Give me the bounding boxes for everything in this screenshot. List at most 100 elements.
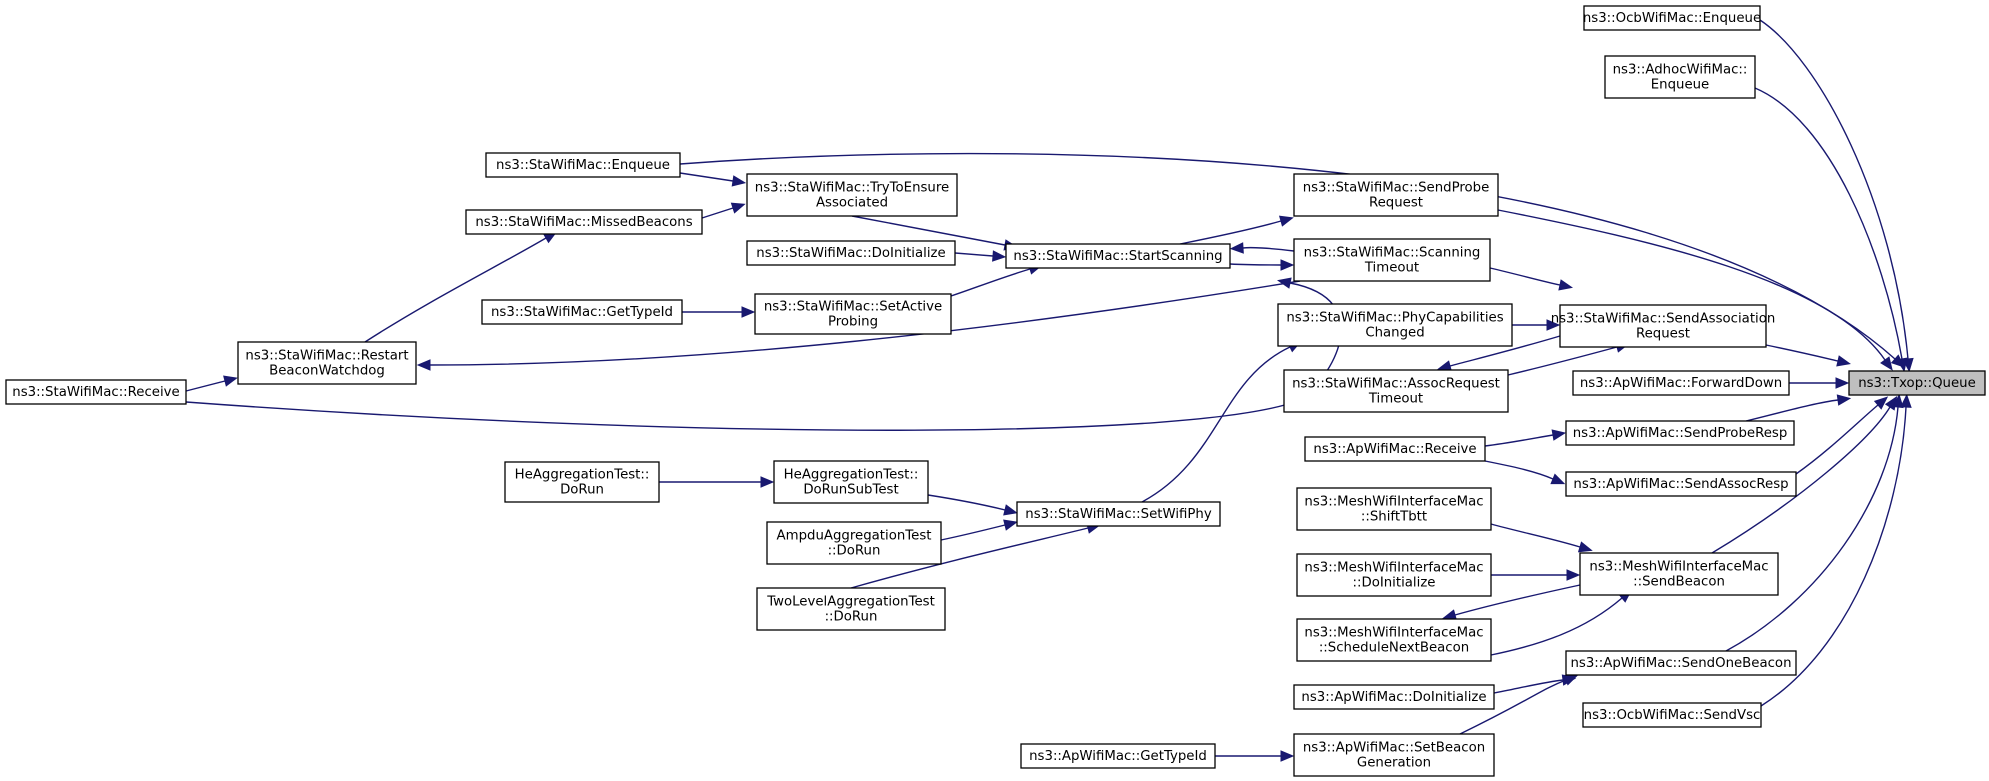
- node-box: [1565, 420, 1795, 446]
- arrowhead: [1551, 429, 1567, 441]
- node-ap-sendonebeacon[interactable]: ns3::ApWifiMac::SendOneBeacon: [1565, 650, 1797, 676]
- edge-sta-missedbeacons-to-sta-trytoensure: [701, 202, 746, 219]
- node-sta-setwifiphy[interactable]: ns3::StaWifiMac::SetWifiPhy: [1016, 501, 1221, 527]
- node-he-dorun[interactable]: HeAggregationTest::DoRun: [504, 461, 660, 503]
- node-label: ::ScheduleNextBeacon: [1319, 641, 1469, 656]
- node-label: ns3::MeshWifiInterfaceMac: [1304, 626, 1483, 641]
- edge-sta-restart-to-sta-missedbeacons: [364, 231, 558, 343]
- node-sta-receive[interactable]: ns3::StaWifiMac::Receive: [5, 379, 187, 405]
- node-sta-enqueue[interactable]: ns3::StaWifiMac::Enqueue: [485, 152, 681, 178]
- node-label: ns3::MeshWifiInterfaceMac: [1589, 560, 1768, 575]
- node-ap-gettypeid[interactable]: ns3::ApWifiMac::GetTypeId: [1020, 743, 1216, 769]
- node-box: [465, 209, 703, 235]
- arrowhead: [1890, 354, 1905, 368]
- node-sta-doinitialize[interactable]: ns3::StaWifiMac::DoInitialize: [746, 240, 956, 266]
- edge-line: [1745, 399, 1839, 422]
- node-mesh-sendbeacon[interactable]: ns3::MeshWifiInterfaceMac::SendBeacon: [1579, 552, 1779, 596]
- node-label: ::SendBeacon: [1633, 575, 1725, 590]
- arrowhead: [1880, 356, 1893, 371]
- node-label: DoRunSubTest: [803, 483, 898, 498]
- edge-line: [1459, 679, 1567, 735]
- node-adhoc-enqueue[interactable]: ns3::AdhocWifiMac::Enqueue: [1604, 55, 1756, 99]
- node-ocb-sendvsc[interactable]: ns3::OcbWifiMac::SendVsc: [1582, 702, 1762, 728]
- edge-line: [1141, 346, 1291, 503]
- node-ampdu-dorun[interactable]: AmpduAggregationTest::DoRun: [766, 521, 942, 565]
- node-box: [1572, 370, 1790, 396]
- node-mesh-schedulenext[interactable]: ns3::MeshWifiInterfaceMac::ScheduleNextB…: [1296, 618, 1492, 662]
- edge-line: [364, 237, 547, 343]
- node-box: [1296, 487, 1492, 531]
- node-box: [485, 152, 681, 178]
- arrowhead: [1003, 504, 1018, 516]
- node-label: ns3::ApWifiMac::GetTypeId: [1029, 749, 1207, 764]
- node-ap-sendproberesp[interactable]: ns3::ApWifiMac::SendProbeResp: [1565, 420, 1795, 446]
- edge-line: [1507, 346, 1618, 376]
- node-box: [754, 293, 952, 335]
- edge-ap-sendassocresp-to-txop-queue: [1795, 396, 1889, 475]
- node-label: ns3::StaWifiMac::DoInitialize: [756, 246, 945, 261]
- node-label: Generation: [1357, 756, 1431, 771]
- arrowhead: [223, 375, 238, 387]
- node-label: ns3::ApWifiMac::DoInitialize: [1301, 690, 1486, 705]
- node-mesh-shifttbtt[interactable]: ns3::MeshWifiInterfaceMac::ShiftTbtt: [1296, 487, 1492, 531]
- node-label: ::DoRun: [828, 544, 881, 559]
- edge-line: [1454, 584, 1581, 616]
- edge-line: [1489, 267, 1561, 286]
- arrowhead: [1558, 279, 1574, 291]
- node-sta-gettypeid[interactable]: ns3::StaWifiMac::GetTypeId: [481, 299, 683, 325]
- edge-line: [1759, 19, 1909, 360]
- edge-line: [1765, 344, 1839, 362]
- edge-sta-enqueue-to-txop-queue: [679, 152, 1905, 368]
- node-sta-missedbeacons[interactable]: ns3::StaWifiMac::MissedBeacons: [465, 209, 703, 235]
- node-txop-queue[interactable]: ns3::Txop::Queue: [1848, 370, 1986, 396]
- edge-he-dorun-to-he-dorunsubtest: [659, 476, 775, 488]
- arrowhead: [741, 306, 756, 318]
- edge-line: [850, 527, 1089, 589]
- edge-sta-setactive-to-sta-starscanning: [950, 263, 1043, 297]
- node-label: ns3::StaWifiMac::MissedBeacons: [475, 215, 692, 230]
- edge-line: [1179, 220, 1282, 245]
- node-box: [1293, 173, 1499, 217]
- edge-line: [940, 524, 1006, 541]
- arrowhead: [1280, 750, 1295, 762]
- edge-line: [1490, 523, 1581, 548]
- arrowhead: [1278, 215, 1294, 227]
- node-box: [1296, 553, 1492, 597]
- node-label: BeaconWatchdog: [269, 364, 385, 379]
- node-label: HeAggregationTest::: [515, 468, 650, 483]
- edge-ocb-enqueue-to-txop-queue: [1759, 19, 1914, 373]
- edge-he-dorunsubtest-to-sta-setwifiphy: [927, 494, 1018, 516]
- node-mesh-doinitialize[interactable]: ns3::MeshWifiInterfaceMac::DoInitialize: [1296, 553, 1492, 597]
- node-twolevel-dorun[interactable]: TwoLevelAggregationTest::DoRun: [756, 587, 946, 631]
- node-label: ns3::StaWifiMac::GetTypeId: [491, 305, 673, 320]
- node-he-dorunsubtest[interactable]: HeAggregationTest::DoRunSubTest: [773, 460, 929, 504]
- edge-sta-sendassoc-to-txop-queue: [1765, 344, 1851, 367]
- edge-ap-gettypeid-to-ap-setbeacongen: [1215, 750, 1295, 762]
- node-box: [1296, 618, 1492, 662]
- node-ocb-enqueue[interactable]: ns3::OcbWifiMac::Enqueue: [1583, 5, 1761, 31]
- node-ap-sendassocresp[interactable]: ns3::ApWifiMac::SendAssocResp: [1565, 471, 1797, 497]
- node-label: ns3::StaWifiMac::Receive: [12, 385, 179, 400]
- node-label: Associated: [816, 196, 888, 211]
- node-label: ns3::ApWifiMac::SetBeacon: [1303, 741, 1485, 756]
- edge-sta-receive-to-sta-restart: [185, 375, 238, 392]
- node-sta-starscanning[interactable]: ns3::StaWifiMac::StartScanning: [1005, 243, 1231, 269]
- edge-line: [1497, 209, 1886, 361]
- arrowhead: [992, 250, 1007, 262]
- edge-line: [701, 207, 734, 219]
- node-label: ns3::StaWifiMac::AssocRequest: [1292, 377, 1500, 392]
- node-ap-receive[interactable]: ns3::ApWifiMac::Receive: [1304, 436, 1486, 462]
- node-ap-forwarddown[interactable]: ns3::ApWifiMac::ForwardDown: [1572, 370, 1790, 396]
- node-label: ns3::AdhocWifiMac::: [1613, 63, 1748, 78]
- node-box: [773, 460, 929, 504]
- node-ap-doinitialize[interactable]: ns3::ApWifiMac::DoInitialize: [1293, 684, 1495, 710]
